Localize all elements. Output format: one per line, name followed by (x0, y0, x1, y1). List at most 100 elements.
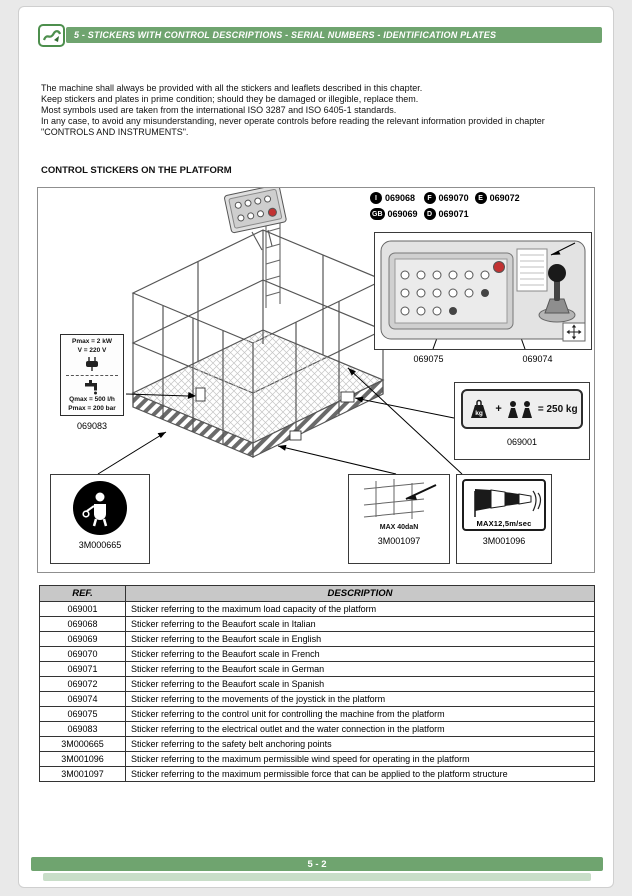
table-row: 069071 Sticker referring to the Beaufort… (39, 661, 595, 677)
description-cell: Sticker referring to the control unit fo… (125, 706, 595, 722)
leader-lines (97, 367, 463, 475)
ref-cell: 069072 (39, 676, 126, 692)
persons-icon (507, 400, 532, 418)
ref-cell: 069001 (39, 601, 126, 617)
max-force-drawing (363, 479, 437, 519)
max-force-value: MAX 40daN (379, 524, 419, 531)
table-row: 069069 Sticker referring to the Beaufort… (39, 631, 595, 647)
platform-cage (131, 229, 385, 458)
table-row: 069001 Sticker referring to the maximum … (39, 601, 595, 617)
table-row: 069072 Sticker referring to the Beaufort… (39, 676, 595, 692)
outlet-callout: Pmax = 2 kW V = 220 V (58, 334, 126, 431)
table-row: 069068 Sticker referring to the Beaufort… (39, 616, 595, 632)
table-row: 069075 Sticker referring to the control … (39, 706, 595, 722)
chapter-title: 5 - STICKERS WITH CONTROL DESCRIPTIONS -… (74, 30, 497, 40)
max-load-callout: kg + = 250 kg 069001 (454, 382, 590, 460)
sticker-code: 069069 (387, 209, 418, 219)
ref-cell: 3M001096 (39, 751, 126, 767)
water-flow-rating: Qmax = 500 l/h (69, 396, 115, 403)
panel-code-labels: 069075 069074 (374, 354, 592, 364)
footer-page-bar: 5 - 2 (31, 857, 603, 871)
weight-icon: kg (471, 399, 488, 418)
description-column-header: DESCRIPTION (125, 585, 595, 602)
sticker-code-069001: 069001 (506, 437, 538, 447)
max-force-callout: MAX 40daN 3M001097 (348, 474, 450, 564)
section-title: CONTROL STICKERS ON THE PLATFORM (41, 165, 232, 176)
sticker-code: 069070 (438, 193, 469, 203)
table-header-row: REF. DESCRIPTION (39, 585, 595, 602)
description-cell: Sticker referring to the movements of th… (125, 691, 595, 707)
description-cell: Sticker referring to the electrical outl… (125, 721, 595, 737)
table-row: 069070 Sticker referring to the Beaufort… (39, 646, 595, 662)
description-cell: Sticker referring to the Beaufort scale … (125, 616, 595, 632)
language-badge-italian: I (370, 192, 382, 204)
sticker-reference-table: REF. DESCRIPTION 069001 Sticker referrin… (39, 585, 595, 782)
platform-figure: I 069068 GB 069069 F 069070 D 06 (37, 187, 595, 573)
description-cell: Sticker referring to the maximum permiss… (125, 751, 595, 767)
table-row: 3M000665 Sticker referring to the safety… (39, 736, 595, 752)
chapter-header-bar: 5 - STICKERS WITH CONTROL DESCRIPTIONS -… (66, 27, 602, 43)
sticker-code-069074: 069074 (522, 354, 553, 364)
water-pressure-rating: Pmax = 200 bar (68, 405, 116, 412)
outlet-sticker: Pmax = 2 kW V = 220 V (60, 334, 124, 416)
language-entry: I 069068 (370, 192, 418, 204)
ref-cell: 069069 (39, 631, 126, 647)
control-panel-callout (374, 232, 592, 350)
language-codes-legend: I 069068 GB 069069 F 069070 D 06 (370, 192, 592, 220)
brand-logo-icon (42, 29, 61, 42)
description-cell: Sticker referring to the maximum permiss… (125, 766, 595, 782)
language-entry: E 069072 (474, 192, 520, 204)
page-number: 5 - 2 (307, 858, 327, 870)
plug-icon (86, 357, 98, 371)
intro-line: In any case, to avoid any misunderstandi… (41, 116, 545, 137)
windsock-icon (474, 489, 542, 517)
ref-cell: 069083 (39, 721, 126, 737)
language-badge-german: D (423, 208, 436, 220)
language-badge-english: GB (370, 208, 385, 220)
plus-sign: + (495, 403, 502, 415)
description-cell: Sticker referring to the Beaufort scale … (125, 676, 595, 692)
table-row: 069074 Sticker referring to the movement… (39, 691, 595, 707)
intro-line: Keep stickers and plates in prime condit… (41, 94, 419, 104)
sticker-code-3M001096: 3M001096 (482, 536, 526, 546)
divider (66, 375, 118, 376)
language-badge-french: F (423, 192, 436, 204)
description-cell: Sticker referring to the safety belt anc… (125, 736, 595, 752)
language-badge-spanish: E (474, 192, 487, 204)
description-cell: Sticker referring to the maximum load ca… (125, 601, 595, 617)
description-cell: Sticker referring to the Beaufort scale … (125, 631, 595, 647)
description-cell: Sticker referring to the Beaufort scale … (125, 646, 595, 662)
max-wind-value: MAX12,5m/sec (476, 519, 532, 528)
max-load-value: = 250 kg (537, 403, 578, 415)
ref-cell: 069075 (39, 706, 126, 722)
intro-line: Most symbols used are taken from the int… (41, 105, 397, 115)
intro-line: The machine shall always be provided wit… (41, 83, 423, 93)
brand-logo (38, 24, 65, 47)
ref-cell: 069070 (39, 646, 126, 662)
language-entry: GB 069069 (370, 208, 418, 220)
ref-cell: 069074 (39, 691, 126, 707)
platform-drawing (97, 188, 463, 475)
wind-sticker: MAX12,5m/sec (462, 479, 546, 531)
voltage-rating: V = 220 V (77, 347, 107, 354)
sticker-code-3M001097: 3M001097 (377, 536, 421, 546)
table-row: 3M001097 Sticker referring to the maximu… (39, 766, 595, 782)
ref-cell: 3M001097 (39, 766, 126, 782)
max-load-sticker: kg + = 250 kg (461, 389, 583, 429)
footer-accent-bar (43, 873, 591, 881)
sticker-code: 069072 (489, 193, 520, 203)
description-cell: Sticker referring to the Beaufort scale … (125, 661, 595, 677)
sticker-code-3M000665: 3M000665 (78, 540, 122, 550)
safety-belt-callout: 3M000665 (50, 474, 150, 564)
ref-cell: 069071 (39, 661, 126, 677)
ref-cell: 069068 (39, 616, 126, 632)
ref-column-header: REF. (39, 585, 126, 602)
language-entry: D 069071 (423, 208, 469, 220)
tiny-stickers (195, 387, 355, 441)
power-rating: Pmax = 2 kW (72, 338, 112, 345)
sticker-code-069083: 069083 (76, 421, 108, 431)
max-wind-callout: MAX12,5m/sec 3M001096 (456, 474, 552, 564)
ref-cell: 3M000665 (39, 736, 126, 752)
sticker-code: 069068 (385, 193, 416, 203)
